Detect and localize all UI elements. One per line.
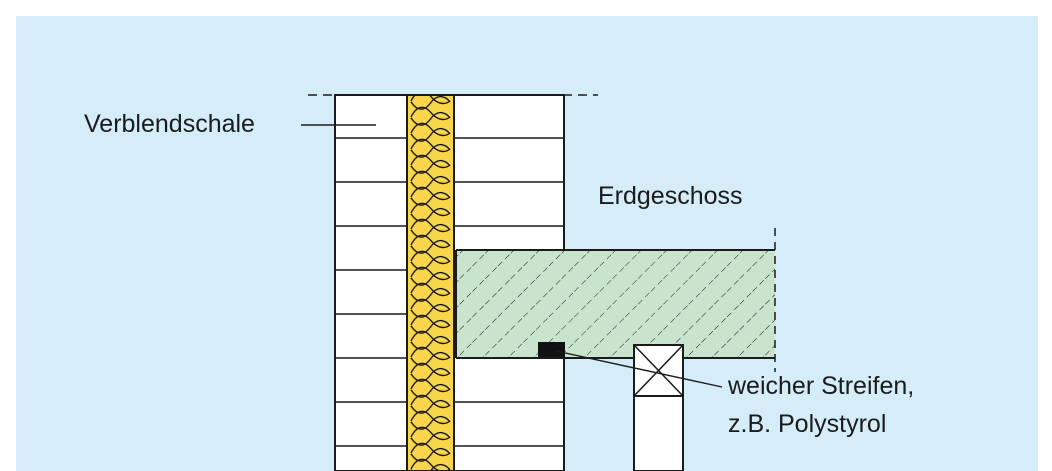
strip-label-line1: weicher Streifen, (728, 372, 915, 400)
soft-strip (538, 342, 565, 357)
slab-hatching (456, 250, 775, 358)
insulation-wave-pattern (410, 95, 451, 471)
veneer-wall (334, 94, 408, 471)
strip-label-line2: z.B. Polystyrol (728, 410, 887, 438)
veneer-label: Verblendschale (84, 110, 255, 138)
ground-floor-label: Erdgeschoss (598, 182, 743, 210)
floor-slab (455, 228, 776, 372)
cross-braced-post (633, 344, 684, 471)
insulation-layer (406, 94, 455, 471)
strip-leader-line (555, 350, 723, 388)
